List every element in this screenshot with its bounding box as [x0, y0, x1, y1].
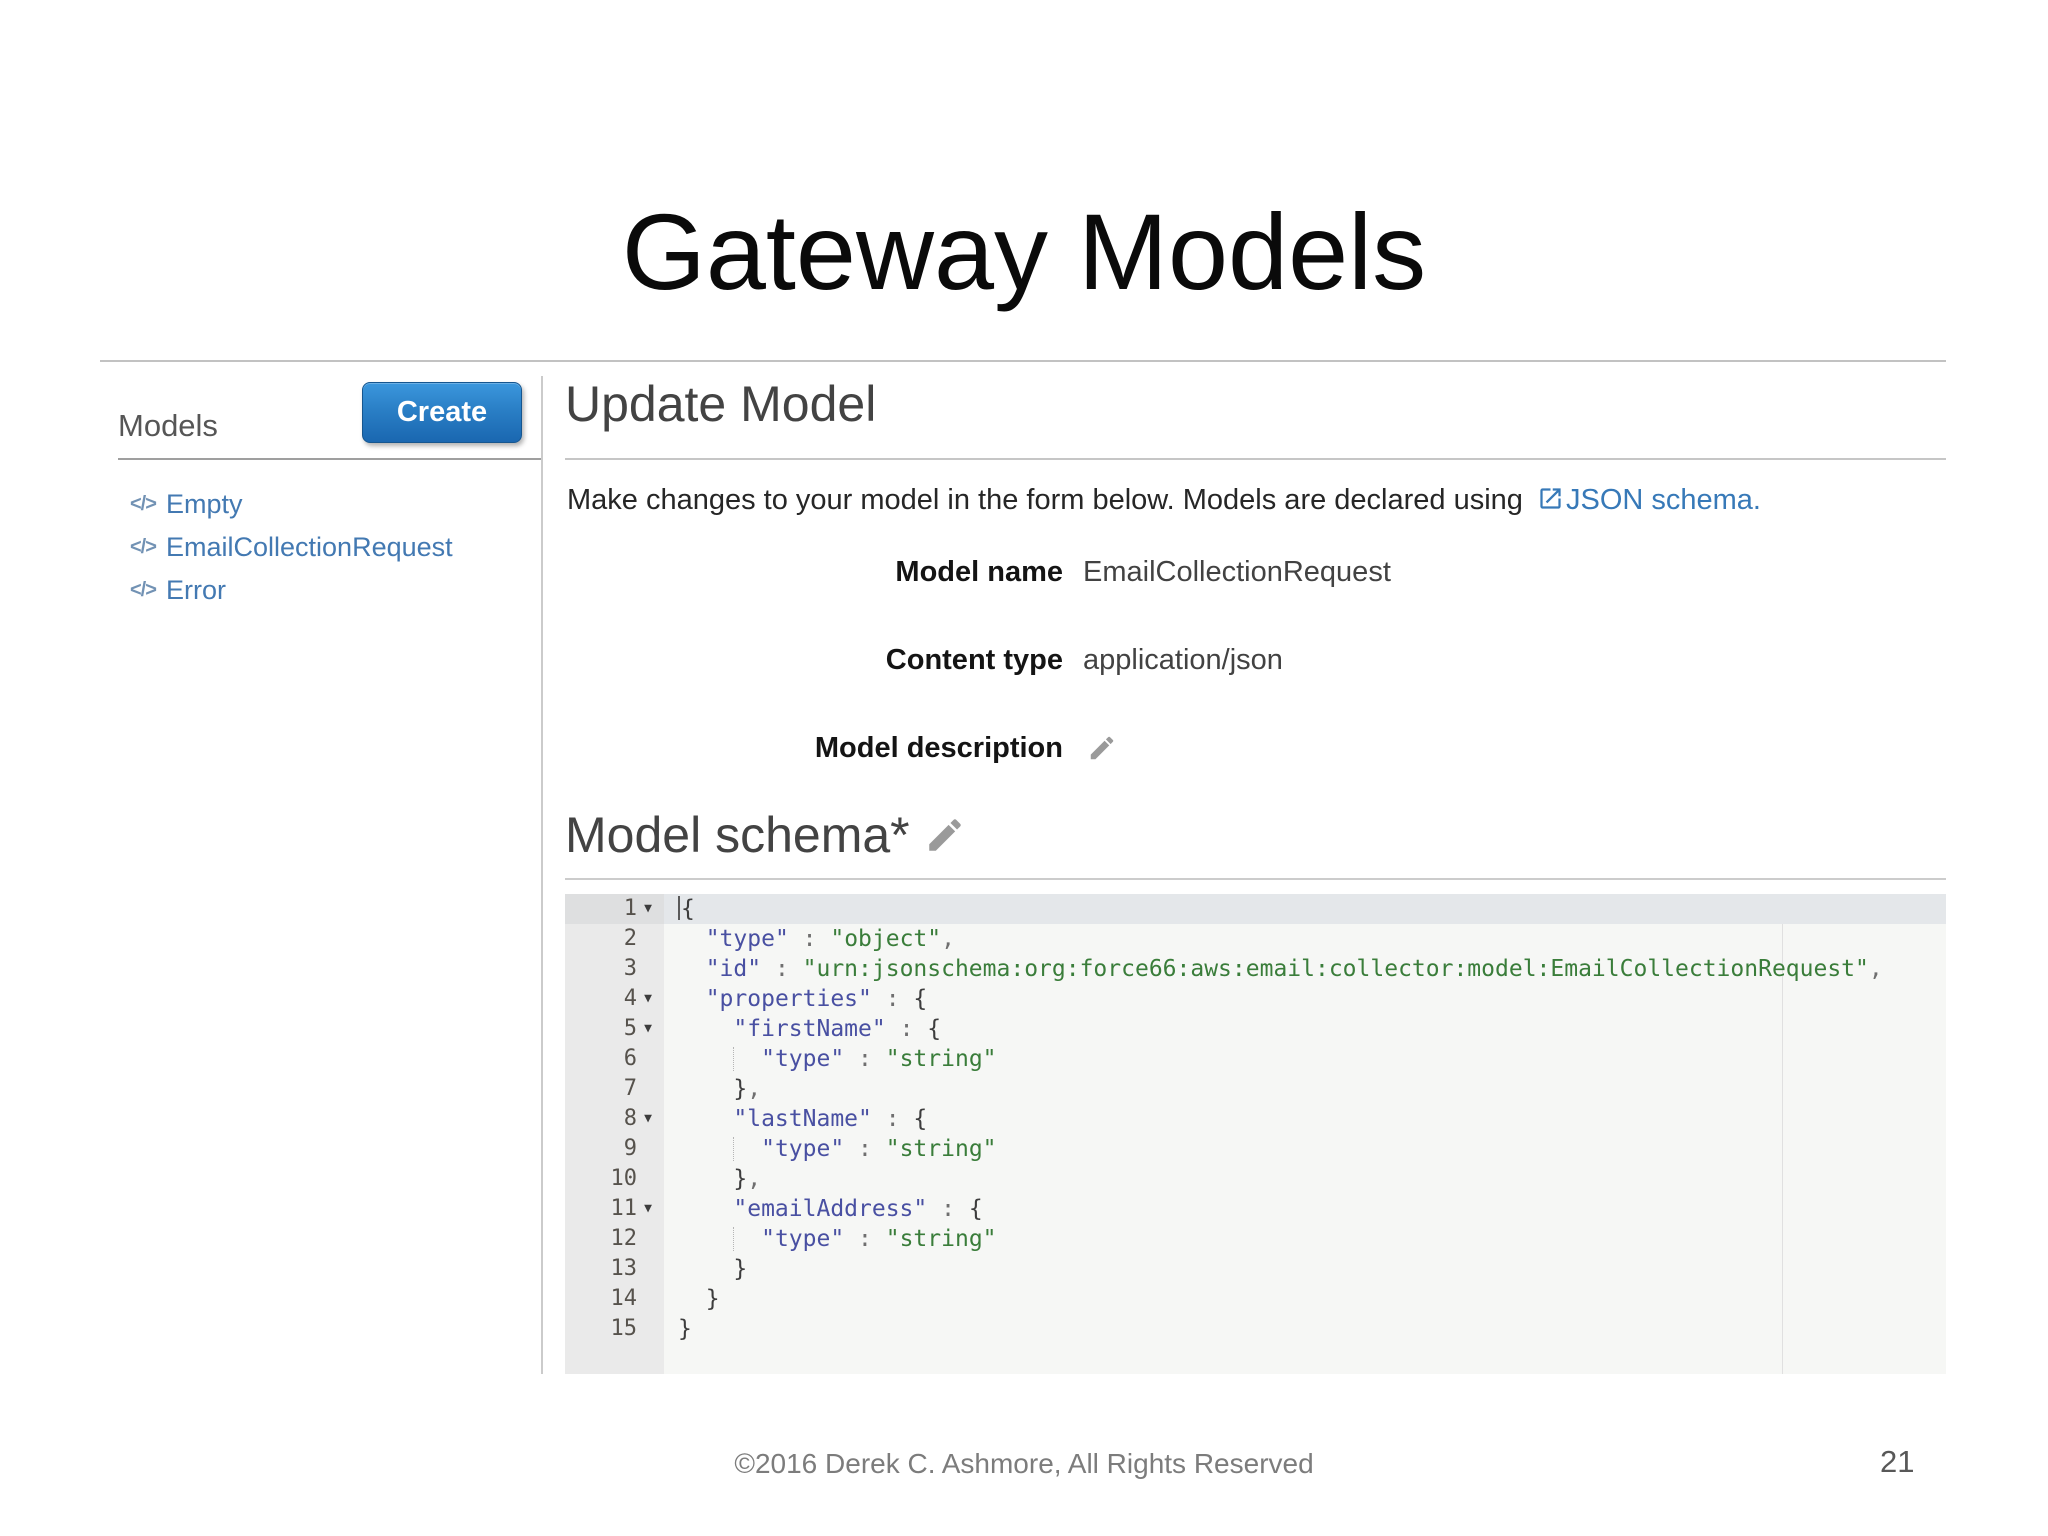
code-text: } [705, 1286, 720, 1312]
line-number: 2 [623, 926, 637, 951]
code-text: } [733, 1256, 748, 1282]
code-text: "type" : "string" [664, 1134, 1946, 1164]
code-icon: </> [130, 493, 157, 515]
code-line: 15} [565, 1314, 1946, 1344]
code-text: "properties" : { [705, 986, 928, 1012]
code-text: "firstName" : { [733, 1016, 942, 1042]
code-line: 2 "type" : "object", [565, 924, 1946, 954]
sidebar-heading: Models [118, 408, 218, 443]
code-line: 13 } [565, 1254, 1946, 1284]
field-label: Model name [895, 555, 1063, 588]
line-number: 12 [610, 1226, 638, 1251]
sidebar-divider [118, 458, 541, 460]
field-label: Content type [885, 643, 1063, 676]
code-line: 3 "id" : "urn:jsonschema:org:force66:aws… [565, 954, 1946, 984]
slide-title: Gateway Models [621, 191, 1427, 313]
code-line: 4▼ "properties" : { [565, 984, 1946, 1014]
schema-code-editor[interactable]: 1▼{2 "type" : "object",3 "id" : "urn:jso… [565, 894, 1946, 1374]
model-link[interactable]: Empty [166, 489, 243, 519]
line-number: 11▼ [565, 1194, 664, 1224]
intro-sentence: Make changes to your model in the form b… [567, 484, 1523, 516]
model-list: </> Empty </> EmailCollectionRequest </> Erro… [118, 483, 538, 612]
footer-copyright: ©2016 Derek C. Ashmore, All Rights Reser… [734, 1448, 1314, 1479]
update-model-panel: Update Model Make changes to your model … [565, 362, 1946, 1374]
code-text: "type" : "string" [664, 1044, 1946, 1074]
fold-arrow-icon[interactable]: ▼ [644, 1021, 652, 1036]
print-margin-line [1782, 894, 1783, 1374]
code-line: 8▼ "lastName" : { [565, 1104, 1946, 1134]
schema-heading: Model schema* [565, 807, 910, 863]
code-line: 10 }, [565, 1164, 1946, 1194]
text-cursor [678, 896, 680, 920]
models-sidebar: Models Create </> Empty </> EmailCollection… [100, 362, 541, 1374]
code-line: 7 }, [565, 1074, 1946, 1104]
line-number: 10 [610, 1166, 638, 1191]
code-line: 14 } [565, 1284, 1946, 1314]
fold-arrow-icon[interactable]: ▼ [644, 1111, 652, 1126]
model-list-item: </> EmailCollectionRequest [118, 526, 538, 569]
edit-schema-pencil-icon[interactable] [924, 814, 966, 856]
model-link[interactable]: Error [166, 575, 226, 605]
code-text: }, [733, 1076, 762, 1102]
json-schema-link[interactable]: JSON schema. [1531, 484, 1761, 516]
line-number: 1▼ [565, 894, 664, 924]
line-number: 6 [623, 1046, 637, 1071]
line-number: 5▼ [565, 1014, 664, 1044]
code-text: "type" : "string" [664, 1224, 1946, 1254]
model-list-item: </> Empty [118, 483, 538, 526]
json-schema-link-label: JSON schema. [1565, 484, 1761, 516]
code-line: 12 "type" : "string" [565, 1224, 1946, 1254]
code-line: 11▼ "emailAddress" : { [565, 1194, 1946, 1224]
line-number: 14 [610, 1286, 638, 1311]
line-number: 15 [610, 1316, 638, 1341]
form-row: Model name EmailCollectionRequest [565, 528, 1946, 616]
fold-arrow-icon[interactable]: ▼ [644, 991, 652, 1006]
page-title: Update Model [565, 376, 877, 432]
form-row: Content type application/json [565, 616, 1946, 704]
code-text: "type" : "object", [705, 926, 955, 952]
code-icon: </> [130, 579, 157, 601]
external-link-icon [1537, 485, 1564, 520]
field-value: EmailCollectionRequest [1083, 555, 1391, 588]
page-number: 21 [1880, 1444, 1915, 1479]
form-row: Model description [565, 704, 1946, 792]
code-text: }, [733, 1166, 762, 1192]
indent-guide [733, 1137, 734, 1161]
code-line: 6 "type" : "string" [565, 1044, 1946, 1074]
code-line: 9 "type" : "string" [565, 1134, 1946, 1164]
intro-text: Make changes to your model in the form b… [567, 484, 1761, 520]
line-number: 9 [623, 1136, 637, 1161]
line-number: 13 [610, 1256, 638, 1281]
edit-description-pencil-icon[interactable] [1087, 733, 1117, 763]
code-text: "emailAddress" : { [733, 1196, 983, 1222]
field-label: Model description [814, 731, 1063, 764]
heading-divider [565, 458, 1946, 460]
indent-guide [733, 1227, 734, 1251]
line-number: 4▼ [565, 984, 664, 1014]
indent-guide [733, 1047, 734, 1071]
code-text: } [678, 1316, 692, 1342]
line-number: 8▼ [565, 1104, 664, 1134]
field-value: application/json [1083, 643, 1283, 676]
code-text: { [664, 894, 1946, 924]
schema-divider [565, 878, 1946, 880]
code-text: "id" : "urn:jsonschema:org:force66:aws:e… [705, 956, 1883, 982]
code-icon: </> [130, 536, 157, 558]
model-link[interactable]: EmailCollectionRequest [166, 532, 453, 562]
editor-gutter [565, 894, 664, 1374]
fold-arrow-icon[interactable]: ▼ [644, 1201, 652, 1216]
api-gateway-screenshot-panel: Models Create </> Empty </> EmailCollection… [100, 360, 1946, 1374]
fold-arrow-icon[interactable]: ▼ [644, 901, 652, 916]
schema-heading-row: Model schema* [565, 806, 966, 864]
vertical-divider [541, 376, 543, 1374]
model-list-item: </> Error [118, 569, 538, 612]
line-number: 7 [623, 1076, 637, 1101]
code-line: 1▼{ [565, 894, 1946, 924]
code-line: 5▼ "firstName" : { [565, 1014, 1946, 1044]
create-button[interactable]: Create [362, 382, 522, 443]
code-text: "lastName" : { [733, 1106, 928, 1132]
line-number: 3 [623, 956, 637, 981]
